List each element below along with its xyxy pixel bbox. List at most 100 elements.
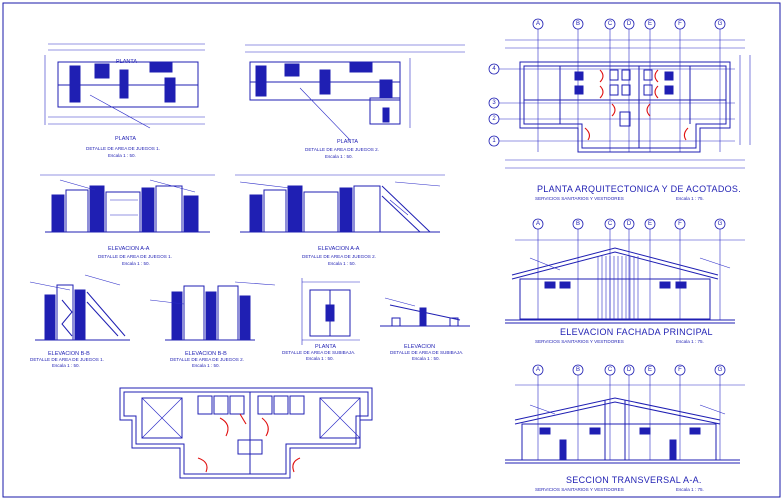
plan-axis-label: B	[576, 21, 580, 27]
section-axis-bubble	[644, 364, 656, 376]
facade-axis-label: B	[576, 221, 580, 227]
section-title: SECCION TRANSVERSAL A-A.	[566, 475, 702, 485]
detail-elevacion-a-1: ELEVACION A-A DETALLE DE AREA DE JUEGOS …	[40, 174, 215, 266]
elevB2-title: ELEVACION B-B	[185, 351, 227, 357]
facade-axis-bubble	[572, 218, 584, 230]
plan-scale: Escala 1 : 75.	[676, 196, 704, 201]
detail-elevacion-subibaja: ELEVACION DETALLE DE AREA DE SUBIBAJA. E…	[380, 297, 470, 361]
elevB2-scale: Escala 1 : 50.	[192, 363, 220, 368]
elevSub-title: ELEVACION	[404, 344, 435, 350]
facade-subtitle: SERVICIOS SANITARIOS Y VESTIDORES	[535, 339, 624, 344]
facade-axis-bubble	[674, 218, 686, 230]
plan-axis-bubble	[644, 18, 656, 30]
plan-axis-bubble	[532, 18, 544, 30]
plan-axis-label: C	[608, 21, 613, 27]
elevA1-title: ELEVACION A-A	[108, 246, 150, 252]
elevSub-scale: Escala 1 : 50.	[412, 356, 440, 361]
planta1-title: PLANTA	[116, 59, 137, 65]
facade-axis-label: D	[627, 221, 632, 227]
facade-axis-bubble	[644, 218, 656, 230]
detail-elevacion-a-2: ELEVACION A-A DETALLE DE AREA DE JUEGOS …	[235, 174, 445, 266]
facade-axis-label: G	[718, 221, 723, 227]
facade-title: ELEVACION FACHADA PRINCIPAL	[560, 327, 713, 337]
detail-planta-juegos-1: PLANTA PLANTA DETALLE DE AREA DE JUEGOS …	[44, 43, 205, 158]
section-axis-label: D	[627, 367, 632, 373]
elevA2-title: ELEVACION A-A	[318, 246, 360, 252]
elevB1-scale: Escala 1 : 50.	[52, 363, 80, 368]
section-axis-label: B	[576, 367, 580, 373]
section-axis-bubble	[623, 364, 635, 376]
plan-axis-number-bubble	[488, 113, 500, 125]
plan-subtitle: SERVICIOS SANITARIOS Y VESTIDORES	[535, 196, 624, 201]
facade-axis-label: A	[536, 221, 540, 227]
facade-scale: Escala 1 : 75.	[676, 339, 704, 344]
elevA2-scale: Escala 1 : 50.	[328, 261, 356, 266]
elevB2-subtitle: DETALLE DE AREA DE JUEGOS 2.	[170, 357, 244, 362]
section-axis-bubble	[572, 364, 584, 376]
plan-axis-number-label: 3	[492, 100, 496, 106]
section-axis-label: E	[648, 367, 652, 373]
section-axis-letters: A B C D E F G	[532, 364, 726, 460]
section-axis-bubble	[714, 364, 726, 376]
plan-axis-number-label: 2	[492, 116, 496, 122]
detail-elevacion-b-2: ELEVACION B-B DETALLE DE AREA DE JUEGOS …	[149, 281, 276, 368]
facade-axis-label: F	[678, 221, 682, 227]
planta2-subtitle: DETALLE DE AREA DE JUEGOS 2.	[305, 147, 379, 152]
facade-axis-bubble	[532, 218, 544, 230]
plantaSub-scale: Escala 1 : 50.	[306, 356, 334, 361]
detail-planta-juegos-2: PLANTA DETALLE DE AREA DE JUEGOS 2. Esca…	[245, 44, 465, 159]
plan-axis-number-bubble	[488, 135, 500, 147]
plan-axis-label: G	[718, 21, 723, 27]
facade-axis-label: C	[608, 221, 613, 227]
plan-axis-bubble	[604, 18, 616, 30]
bottom-floor-plan	[119, 387, 373, 479]
plan-axis-label: A	[536, 21, 540, 27]
section-scale: Escala 1 : 75.	[676, 487, 704, 492]
plan-axis-bubble	[623, 18, 635, 30]
plan-axis-bubble	[572, 18, 584, 30]
plan-axis-letters: A B C D E F G	[532, 18, 726, 152]
section-axis-label: A	[536, 367, 540, 373]
elevA2-subtitle: DETALLE DE AREA DE JUEGOS 2.	[302, 254, 376, 259]
section-axis-label: G	[718, 367, 723, 373]
planta1-subtitle: DETALLE DE AREA DE JUEGOS 1.	[86, 146, 160, 151]
section-axis-bubble	[674, 364, 686, 376]
main-section: A B C D E F G SECCION TRANSVERSAL A-A. SERVICI…	[505, 364, 745, 492]
plan-axis-label: E	[648, 21, 652, 27]
plan-axis-numbers: 4 3 2 1	[488, 63, 735, 147]
elevA1-scale: Escala 1 : 50.	[122, 261, 150, 266]
section-axis-label: F	[678, 367, 682, 373]
planta2-title: PLANTA	[337, 139, 358, 145]
elevB1-subtitle: DETALLE DE AREA DE JUEGOS 1.	[30, 357, 104, 362]
elevA1-subtitle: DETALLE DE AREA DE JUEGOS 1.	[98, 254, 172, 259]
planta1-title-under: PLANTA	[115, 136, 136, 142]
elevB1-title: ELEVACION B-B	[48, 351, 90, 357]
plan-axis-bubble	[674, 18, 686, 30]
plantaSub-subtitle: DETALLE DE AREA DE SUBIBAJA.	[282, 350, 355, 355]
section-axis-label: C	[608, 367, 613, 373]
plan-axis-number-bubble	[488, 97, 500, 109]
section-axis-bubble	[532, 364, 544, 376]
plan-axis-number-label: 1	[492, 138, 496, 144]
plan-axis-number-label: 4	[492, 66, 496, 72]
facade-central-panel	[597, 256, 639, 319]
facade-axis-bubble	[623, 218, 635, 230]
elevSub-subtitle: DETALLE DE AREA DE SUBIBAJA.	[390, 350, 463, 355]
plan-axis-bubble	[714, 18, 726, 30]
planta1-scale: Escala 1 : 50.	[108, 153, 136, 158]
plan-axis-label: F	[678, 21, 682, 27]
section-subtitle: SERVICIOS SANITARIOS Y VESTIDORES	[535, 487, 624, 492]
plantaSub-title: PLANTA	[315, 344, 336, 350]
detail-elevacion-b-1: ELEVACION B-B DETALLE DE AREA DE JUEGOS …	[29, 274, 130, 368]
plan-title: PLANTA ARQUITECTONICA Y DE ACOTADOS.	[537, 184, 741, 194]
plan-axis-label: D	[627, 21, 632, 27]
planta2-scale: Escala 1 : 50.	[325, 154, 353, 159]
facade-axis-bubble	[604, 218, 616, 230]
facade-axis-bubble	[714, 218, 726, 230]
detail-planta-subibaja: PLANTA DETALLE DE AREA DE SUBIBAJA. Esca…	[282, 278, 360, 361]
plan-axis-number-bubble	[488, 63, 500, 75]
